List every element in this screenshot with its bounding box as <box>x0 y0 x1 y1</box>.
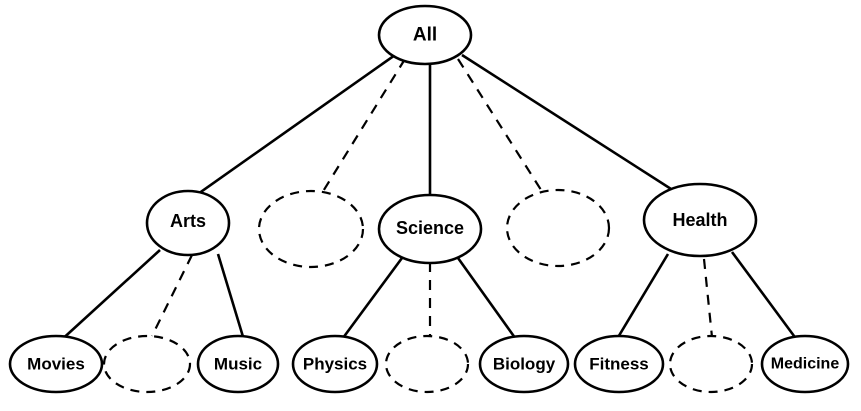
node-medicine: Medicine <box>760 334 850 394</box>
edges-science <box>338 257 520 343</box>
node-health: Health <box>642 182 758 258</box>
edge-health-fitness <box>615 253 670 340</box>
edge-health-placeholder <box>702 258 714 338</box>
edge-arts-music <box>216 253 246 341</box>
node-placeholder-l1-1 <box>257 189 365 269</box>
node-label-science: Science <box>396 218 464 238</box>
node-biology: Biology <box>478 334 570 394</box>
node-label-health: Health <box>672 210 727 230</box>
edges-root <box>194 53 683 199</box>
node-placeholder-science <box>384 334 470 394</box>
node-label-all: All <box>413 25 437 46</box>
edges-health <box>615 251 799 341</box>
edge-all-placeholder-1 <box>321 58 406 194</box>
edge-all-placeholder-2 <box>457 58 544 194</box>
node-placeholder-arts <box>102 334 192 394</box>
node-movies: Movies <box>8 334 104 394</box>
node-label-arts: Arts <box>170 211 206 231</box>
edge-arts-placeholder <box>151 254 193 337</box>
edge-science-biology <box>456 257 520 343</box>
edge-arts-movies <box>57 249 161 344</box>
node-label-movies: Movies <box>27 355 85 374</box>
node-physics: Physics <box>291 334 379 394</box>
node-all: All <box>377 4 473 66</box>
node-arts: Arts <box>145 189 231 257</box>
edge-all-health <box>461 53 683 198</box>
node-label-biology: Biology <box>493 355 556 374</box>
node-fitness: Fitness <box>573 334 665 394</box>
node-label-fitness: Fitness <box>589 355 649 374</box>
edge-health-medicine <box>730 251 799 341</box>
node-placeholder-l1-2 <box>505 188 611 268</box>
edge-all-arts <box>194 53 396 198</box>
node-science: Science <box>377 193 483 265</box>
node-label-physics: Physics <box>303 355 367 374</box>
edge-science-physics <box>338 257 404 343</box>
node-music: Music <box>196 334 280 394</box>
node-label-medicine: Medicine <box>771 356 840 373</box>
node-placeholder-health <box>668 334 754 394</box>
node-label-music: Music <box>214 355 262 374</box>
edges-arts <box>57 249 246 344</box>
